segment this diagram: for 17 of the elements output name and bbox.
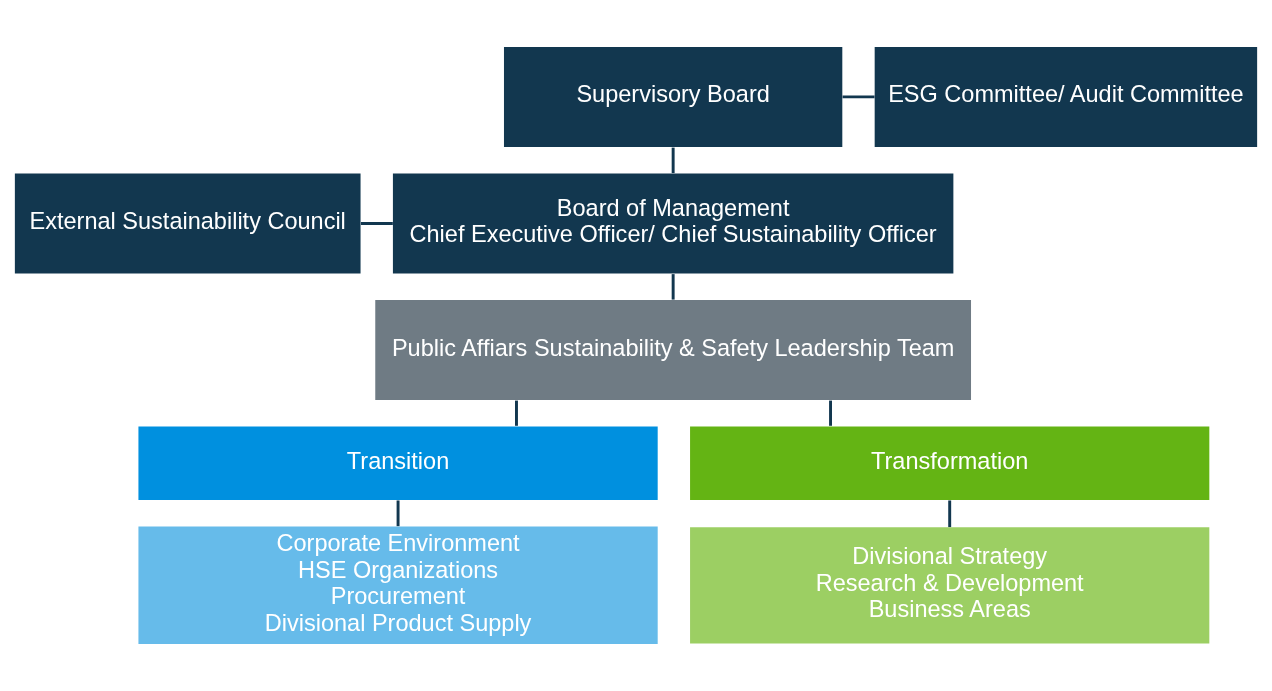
node-box: Public Affiars Sustainability & Safety Leadership Team: [375, 299, 971, 400]
node-box: Supervisory Board: [504, 46, 843, 147]
connector: [842, 95, 875, 99]
connector: [829, 400, 832, 426]
node-box: Corporate Environment HSE Organizations Procurement Divisional Product Supply: [138, 526, 658, 645]
connector: [671, 274, 675, 300]
node-box: Transformation: [690, 426, 1210, 500]
node-box: Divisional Strategy Research & Development Business Areas: [690, 527, 1210, 644]
node-box: Board of Management Chief Executive Officer/ Chief Sustainability Officer: [392, 173, 954, 274]
node-box: ESG Committee/ Audit Committee: [874, 46, 1258, 147]
connector: [515, 400, 518, 426]
node-box: External Sustainability Council: [14, 173, 361, 274]
connector: [948, 500, 952, 528]
connector: [360, 221, 393, 225]
connector: [396, 500, 400, 527]
connector: [671, 147, 675, 174]
node-box: Transition: [138, 426, 658, 500]
